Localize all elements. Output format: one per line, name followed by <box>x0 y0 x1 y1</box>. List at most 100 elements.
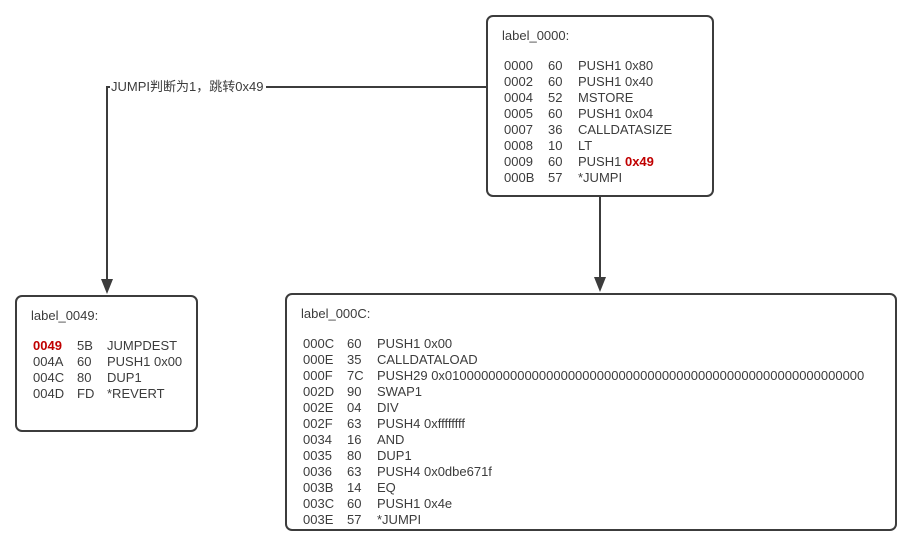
instruction-address: 002F <box>303 416 333 431</box>
instruction-address: 0009 <box>504 154 533 169</box>
instruction-address: 000C <box>303 336 335 351</box>
instruction-address: 004C <box>33 370 65 385</box>
instruction-opcode-byte: 60 <box>548 58 563 73</box>
instruction-row: 004C 80 DUP1 <box>31 370 196 386</box>
instruction-address: 0005 <box>504 106 533 121</box>
block-title: label_0000: <box>502 28 570 43</box>
instruction-address: 0000 <box>504 58 533 73</box>
instruction-opcode-byte: 63 <box>347 464 362 479</box>
block-title: label_000C: <box>301 306 371 321</box>
instruction-opcode-byte: 60 <box>347 496 362 511</box>
instruction-row: 0002 60 PUSH1 0x40 <box>502 74 712 90</box>
instruction-address: 002E <box>303 400 334 415</box>
block-label-000C: label_000C: 000C 60 PUSH1 0x00 000E 35 CALLDA… <box>285 293 897 531</box>
instruction-mnemonic: PUSH1 0x4e <box>377 496 453 511</box>
instruction-mnemonic: *JUMPI <box>578 170 623 185</box>
jump-target-operand: 0x49 <box>624 154 654 169</box>
instruction-mnemonic: LT <box>578 138 593 153</box>
instruction-mnemonic: CALLDATASIZE <box>578 122 673 137</box>
instruction-opcode-byte: 60 <box>548 154 563 169</box>
instruction-address: 000F <box>303 368 333 383</box>
instruction-row: 003B 14 EQ <box>301 480 895 496</box>
instruction-address: 003B <box>303 480 334 495</box>
instruction-mnemonic: PUSH1 <box>578 154 625 169</box>
instruction-mnemonic: MSTORE <box>578 90 634 105</box>
instruction-mnemonic: PUSH1 0x80 <box>578 58 654 73</box>
instruction-mnemonic: DUP1 <box>377 448 412 463</box>
instruction-address: 0049 <box>33 338 62 353</box>
instruction-row: 0005 60 PUSH1 0x04 <box>502 106 712 122</box>
instruction-mnemonic: CALLDATALOAD <box>377 352 478 367</box>
instruction-opcode-byte: 57 <box>548 170 563 185</box>
instruction-row: 0034 16 AND <box>301 432 895 448</box>
instruction-list: 000C 60 PUSH1 0x00 000E 35 CALLDATALOAD 000F 7C… <box>301 336 895 528</box>
instruction-row: 0004 52 MSTORE <box>502 90 712 106</box>
instruction-mnemonic: PUSH1 0x00 <box>377 336 453 351</box>
instruction-opcode-byte: 90 <box>347 384 362 399</box>
block-title: label_0049: <box>31 308 99 323</box>
instruction-address: 003C <box>303 496 335 511</box>
instruction-row: 0049 5B JUMPDEST <box>31 338 196 354</box>
instruction-opcode-byte: FD <box>77 386 95 401</box>
edge-annotation: JUMPI判断为1，跳转0x49 <box>110 79 267 94</box>
instruction-row: 0009 60 PUSH1 0x49 <box>502 154 712 170</box>
instruction-opcode-byte: 60 <box>347 336 362 351</box>
instruction-address: 0008 <box>504 138 533 153</box>
instruction-opcode-byte: 80 <box>347 448 362 463</box>
instruction-mnemonic: DIV <box>377 400 399 415</box>
instruction-opcode-byte: 80 <box>77 370 92 385</box>
instruction-mnemonic: DUP1 <box>107 370 142 385</box>
instruction-row: 000F 7C PUSH29 0x0100000000000000000000000… <box>301 368 895 384</box>
instruction-mnemonic: SWAP1 <box>377 384 423 399</box>
instruction-row: 0000 60 PUSH1 0x80 <box>502 58 712 74</box>
edge-jumpi-taken-horizontal <box>106 86 486 88</box>
instruction-mnemonic: *REVERT <box>107 386 165 401</box>
instruction-opcode-byte: 52 <box>548 90 563 105</box>
instruction-opcode-byte: 57 <box>347 512 362 527</box>
instruction-mnemonic: PUSH1 0x04 <box>578 106 654 121</box>
instruction-address: 000B <box>504 170 535 185</box>
instruction-row: 0035 80 DUP1 <box>301 448 895 464</box>
instruction-opcode-byte: 16 <box>347 432 362 447</box>
instruction-row: 003C 60 PUSH1 0x4e <box>301 496 895 512</box>
instruction-address: 0002 <box>504 74 533 89</box>
instruction-opcode-byte: 7C <box>347 368 364 383</box>
arrowhead-down-icon <box>101 279 113 294</box>
instruction-row: 000E 35 CALLDATALOAD <box>301 352 895 368</box>
instruction-row: 003E 57 *JUMPI <box>301 512 895 528</box>
instruction-mnemonic: PUSH29 0x0100000000000000000000000000000… <box>377 368 865 383</box>
instruction-address: 0004 <box>504 90 533 105</box>
instruction-mnemonic: JUMPDEST <box>107 338 178 353</box>
instruction-address: 0034 <box>303 432 332 447</box>
instruction-opcode-byte: 60 <box>548 106 563 121</box>
instruction-address: 003E <box>303 512 334 527</box>
instruction-opcode-byte: 5B <box>77 338 93 353</box>
instruction-opcode-byte: 35 <box>347 352 362 367</box>
instruction-address: 000E <box>303 352 334 367</box>
instruction-row: 000C 60 PUSH1 0x00 <box>301 336 895 352</box>
instruction-opcode-byte: 60 <box>548 74 563 89</box>
instruction-mnemonic: PUSH4 0x0dbe671f <box>377 464 492 479</box>
instruction-mnemonic: AND <box>377 432 405 447</box>
instruction-address: 0035 <box>303 448 332 463</box>
instruction-mnemonic: *JUMPI <box>377 512 422 527</box>
instruction-mnemonic: PUSH1 0x00 <box>107 354 183 369</box>
instruction-row: 004D FD *REVERT <box>31 386 196 402</box>
instruction-mnemonic: EQ <box>377 480 396 495</box>
instruction-mnemonic: PUSH1 0x40 <box>578 74 654 89</box>
instruction-opcode-byte: 63 <box>347 416 362 431</box>
instruction-address: 004A <box>33 354 64 369</box>
instruction-opcode-byte: 14 <box>347 480 362 495</box>
instruction-address: 004D <box>33 386 65 401</box>
